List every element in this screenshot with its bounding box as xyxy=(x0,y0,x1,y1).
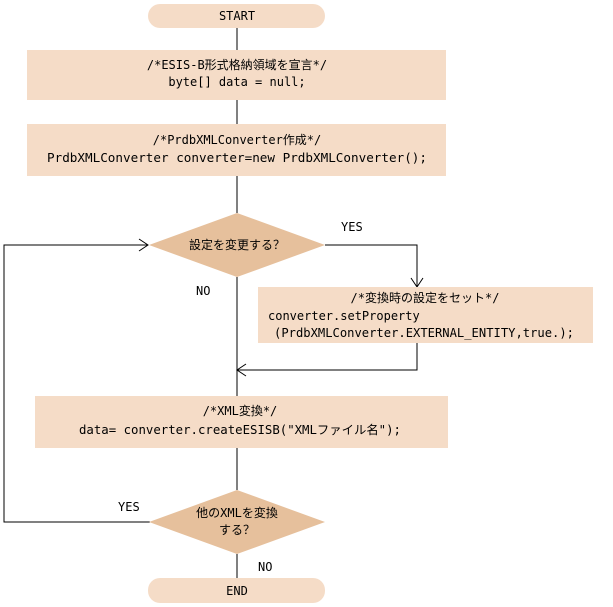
edge-loop-back xyxy=(3,244,150,523)
decision-more-line2: する？ xyxy=(219,523,255,537)
decision-more: 他のXMLを変換 する？ xyxy=(149,490,325,554)
edge-yes-to-set xyxy=(325,244,418,287)
arrowhead-right-icon xyxy=(138,238,149,252)
set-property-code: converter.setProperty xyxy=(268,309,420,323)
create-code: PrdbXMLConverter converter=new PrdbXMLCo… xyxy=(47,151,427,165)
no-label-more: NO xyxy=(258,560,272,574)
create-comment: /*PrdbXMLConverter作成*/ xyxy=(153,133,322,147)
decision-settings-label: 設定を変更する？ xyxy=(189,237,285,252)
connectors xyxy=(3,28,424,578)
create-box: /*PrdbXMLConverter作成*/ PrdbXMLConverter … xyxy=(27,124,446,176)
edge-set-merge xyxy=(237,343,418,371)
set-property-comment: /*変換時の設定をセット*/ xyxy=(351,290,500,305)
no-label-settings: NO xyxy=(196,284,210,298)
set-property-args: (PrdbXMLConverter.EXTERNAL_ENTITY,true.)… xyxy=(274,326,574,340)
convert-box: /*XML変換*/ data= converter.createESISB("X… xyxy=(35,396,448,448)
start-terminal: START xyxy=(148,4,325,28)
end-terminal: END xyxy=(148,578,325,603)
convert-comment: /*XML変換*/ xyxy=(203,403,278,418)
start-label: START xyxy=(219,9,255,23)
decision-more-line1: 他のXMLを変換 xyxy=(196,505,278,520)
decision-settings: 設定を変更する？ xyxy=(149,213,325,277)
yes-label-more: YES xyxy=(118,500,140,514)
convert-code: data= converter.createESISB("XMLファイル名"); xyxy=(79,422,401,437)
declare-comment: /*ESIS-B形式格納領域を宣言*/ xyxy=(147,57,327,72)
yes-label-settings: YES xyxy=(341,220,363,234)
declare-box: /*ESIS-B形式格納領域を宣言*/ byte[] data = null; xyxy=(27,50,446,100)
set-property-box: /*変換時の設定をセット*/ converter.setProperty (Pr… xyxy=(258,287,593,343)
declare-code: byte[] data = null; xyxy=(168,75,305,89)
arrowhead-left-icon xyxy=(236,363,247,377)
end-label: END xyxy=(226,584,248,598)
